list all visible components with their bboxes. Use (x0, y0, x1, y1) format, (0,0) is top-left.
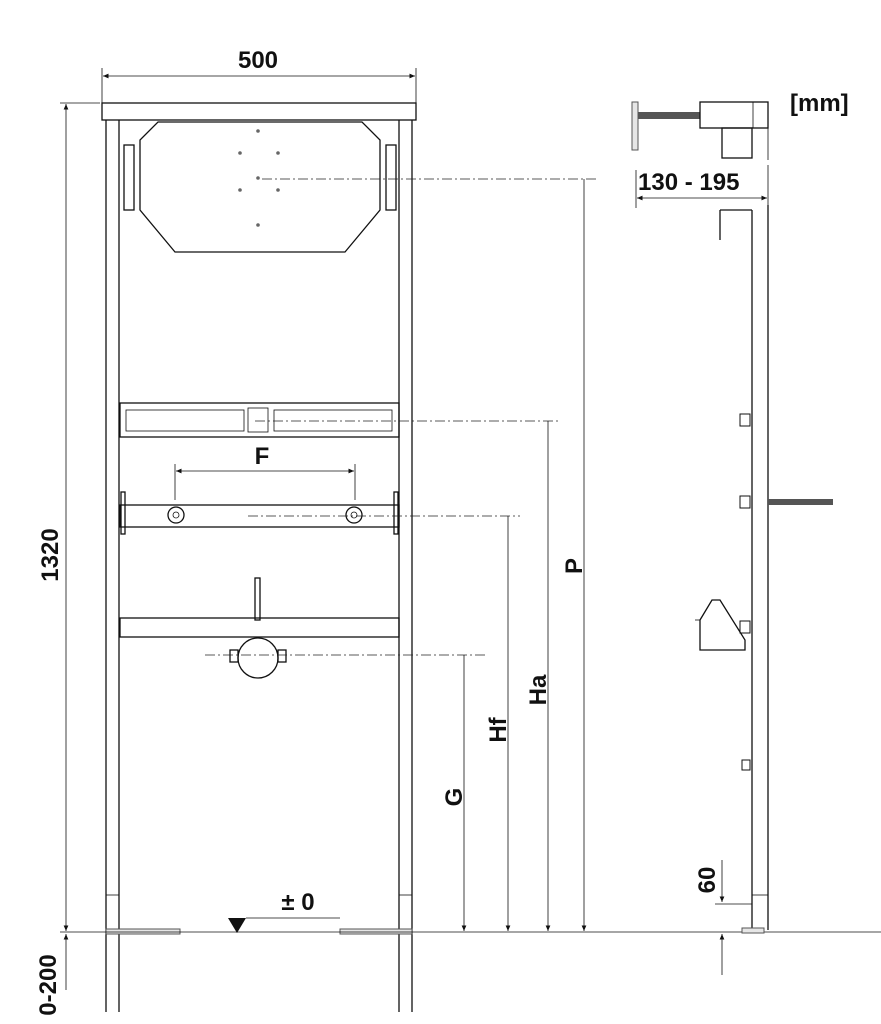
depth-label: 130 - 195 (638, 169, 739, 196)
floor-level-marker: ± 0 (228, 889, 340, 933)
frame-side-view (631, 101, 833, 934)
height-label: 1320 (37, 528, 64, 581)
width-dimension: 500 (101, 47, 417, 103)
ha-label: Ha (525, 674, 552, 705)
depth-dimension: 130 - 195 (635, 165, 769, 208)
p-label: P (561, 558, 588, 574)
foot-height-label: 60 (694, 867, 721, 894)
f-label: F (255, 443, 270, 470)
width-label: 500 (238, 47, 278, 74)
hf-label: Hf (485, 716, 512, 742)
unit-label: [mm] (790, 90, 849, 117)
height-dimension: 1320 0-200 (35, 102, 100, 1016)
f-dimension: F (174, 443, 356, 500)
frame-front-view (101, 102, 417, 1012)
height-dimensions: G Hf Ha P (441, 179, 588, 931)
floor-level-label: ± 0 (281, 889, 314, 916)
g-label: G (441, 788, 468, 807)
floor-adjust-label: 0-200 (35, 954, 62, 1015)
foot-height-dimension: 60 (694, 860, 752, 975)
